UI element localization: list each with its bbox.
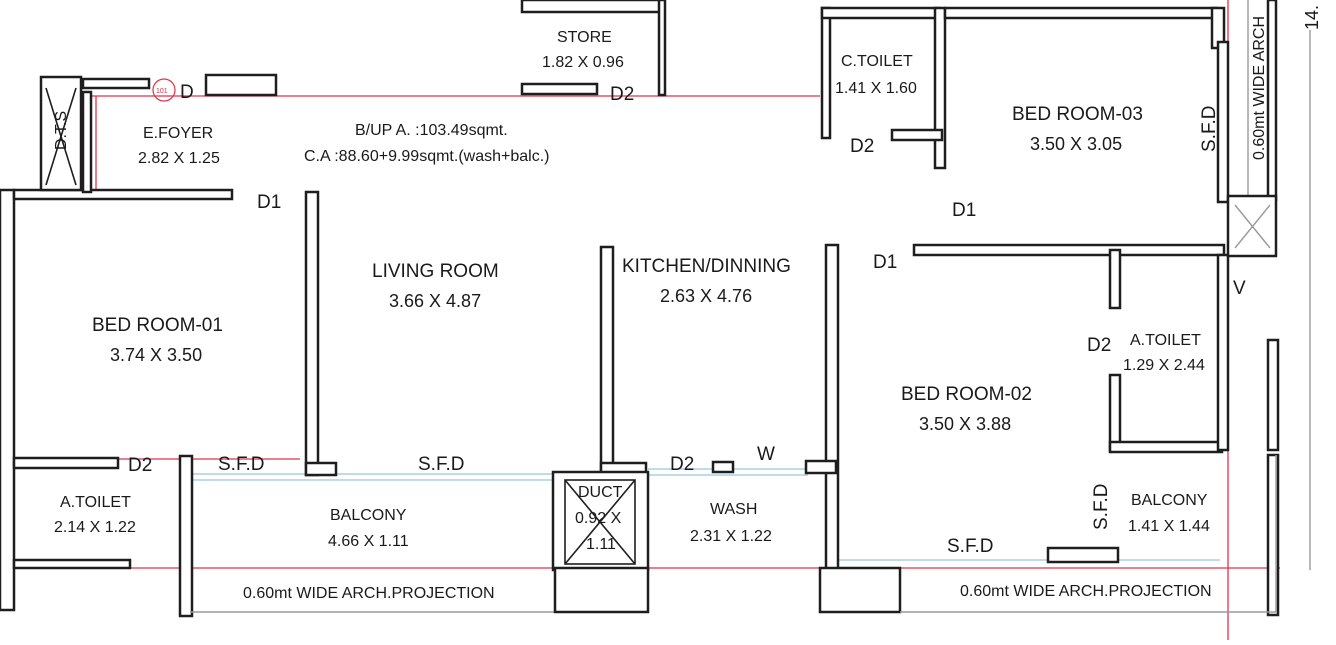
door-foyer-d: D [180, 82, 194, 103]
balcony1-name: BALCONY [330, 507, 407, 524]
dimension-mark: 14. [1302, 5, 1322, 30]
projection-right: 0.60mt WIDE ARCH.PROJECTION [960, 583, 1212, 600]
bed01-dim: 3.74 X 3.50 [110, 345, 202, 365]
dts-shaft: D.T.S [45, 87, 77, 186]
kitchen-name: KITCHEN/DINNING [622, 256, 791, 277]
walls [0, 0, 1280, 618]
store-dim: 1.82 X 0.96 [542, 54, 624, 71]
balcony2-dim: 1.41 X 1.44 [1128, 518, 1210, 535]
balcony2-name: BALCONY [1131, 492, 1208, 509]
door-ctoilet-d2: D2 [850, 136, 874, 157]
kitchen-dim: 2.63 X 4.76 [660, 286, 752, 306]
carpet-area: C.A :88.60+9.99sqmt.(wash+balc.) [304, 148, 549, 165]
atoilet1-name: A.TOILET [60, 494, 131, 511]
door-bed01-d1: D1 [257, 192, 281, 213]
door-wash-d2: D2 [670, 454, 694, 475]
wash-dim: 2.31 X 1.22 [690, 528, 772, 545]
foyer-name: E.FOYER [143, 125, 213, 142]
living-dim: 3.66 X 4.87 [389, 291, 481, 311]
dts-label: D.T.S [53, 111, 70, 150]
door-bed02-d1: D1 [873, 252, 897, 273]
sfd-balcony-right: S.F.D [418, 454, 464, 475]
living-name: LIVING ROOM [372, 261, 499, 282]
duct-cross [564, 479, 636, 565]
ctoilet-dim: 1.41 X 1.60 [835, 80, 917, 97]
balcony1-dim: 4.66 X 1.11 [328, 533, 409, 550]
duct-dim-a: 0.92 X [575, 510, 622, 527]
projection-vertical: 0.60mt WIDE ARCH [1251, 16, 1268, 160]
ventilator-v: V [1233, 278, 1246, 299]
projection-left: 0.60mt WIDE ARCH.PROJECTION [243, 585, 495, 602]
door-atoilet2-d2: D2 [1087, 335, 1111, 356]
sfd-balcony2-vertical: S.F.D [1091, 484, 1112, 530]
sfd-bed02: S.F.D [947, 536, 993, 557]
store-name: STORE [557, 29, 612, 46]
unit-badge-text: 101 [156, 88, 168, 95]
door-bed03-d1: D1 [952, 200, 976, 221]
duct-name: DUCT [578, 484, 623, 501]
bed02-dim: 3.50 X 3.88 [919, 414, 1011, 434]
door-atoilet1-d2: D2 [128, 455, 152, 476]
atoilet2-name: A.TOILET [1130, 332, 1201, 349]
unit-badge: 101 [152, 78, 176, 102]
atoilet2-dim: 1.29 X 2.44 [1123, 357, 1205, 374]
ctoilet-name: C.TOILET [841, 53, 913, 70]
builtup-area: B/UP A. :103.49sqmt. [355, 122, 508, 139]
duct-dim-b: 1.11 [586, 536, 616, 553]
bed01-name: BED ROOM-01 [92, 315, 223, 336]
window-w: W [757, 444, 775, 465]
bed03-dim: 3.50 X 3.05 [1030, 134, 1122, 154]
wash-name: WASH [710, 501, 757, 518]
foyer-dim: 2.82 X 1.25 [138, 150, 220, 167]
sfd-bed03-vertical: S.F.D [1199, 106, 1220, 152]
bed03-name: BED ROOM-03 [1012, 104, 1143, 125]
atoilet1-dim: 2.14 X 1.22 [54, 519, 136, 536]
projection-outline [190, 0, 1311, 614]
bed02-name: BED ROOM-02 [901, 384, 1032, 405]
sfd-balcony-left: S.F.D [218, 454, 264, 475]
door-store-d2: D2 [610, 84, 634, 105]
